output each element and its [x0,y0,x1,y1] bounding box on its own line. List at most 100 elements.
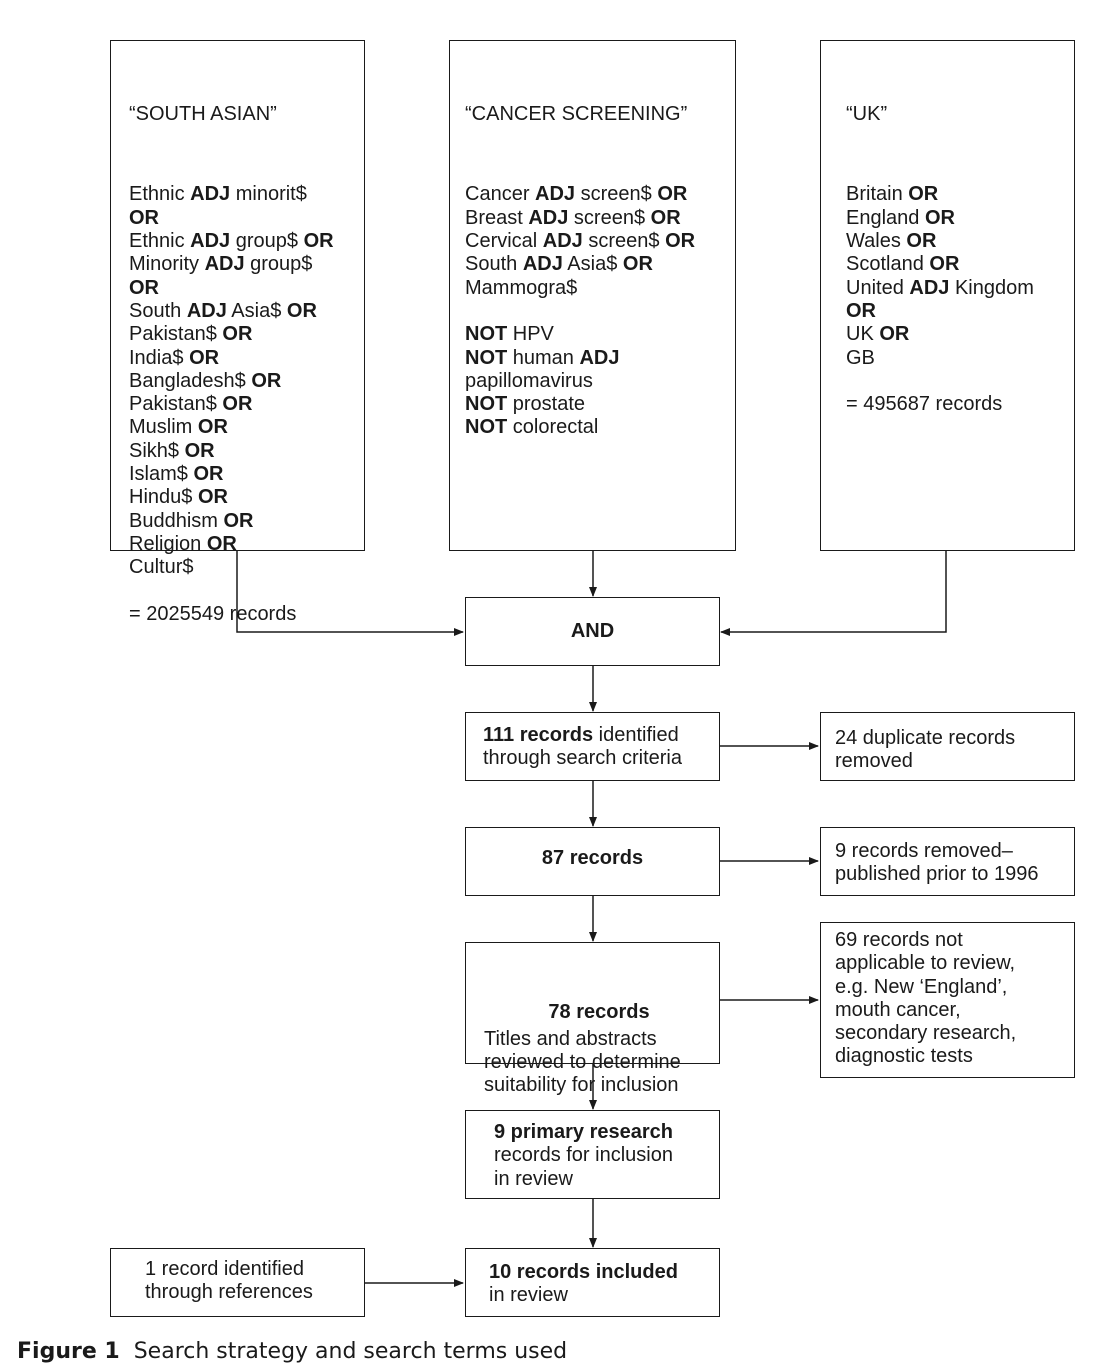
date-removed-box [820,827,1075,896]
text-run: suitability for inclusion [484,1074,679,1097]
bold-run: OR [129,276,159,299]
text-line: Buddhism OR [129,510,334,533]
bold-run: 78 records [548,1000,650,1023]
date-removed-text: 9 records removed–published prior to 199… [835,840,1038,887]
text-run: Islam$ [129,463,194,486]
text-line: 87 records [465,847,720,870]
text-run: South [465,253,523,276]
text-line: Wales OR [846,230,1034,253]
text-run: applicable to review, [835,952,1016,975]
not-applicable-box [820,922,1075,1078]
text-line: through search criteria [483,747,682,770]
bold-run: 10 records included [489,1261,678,1283]
text-run: Bangladesh$ [129,369,252,392]
text-run: Mammogra$ [465,276,578,299]
text-line: = 495687 records [846,393,1034,416]
bold-run: OR [197,486,228,509]
bold-run: OR [908,183,939,206]
south-asian-heading: “SOUTH ASIAN” [129,102,277,125]
text-line: Cultur$ [129,556,334,579]
text-line [129,580,334,603]
cancer-screening-heading: “CANCER SCREENING” [465,102,688,125]
bold-run: OR [222,323,253,346]
figure-label: Figure 1 [17,1339,120,1364]
text-line [465,300,695,323]
text-run: colorectal [507,416,599,439]
bold-run: OR [665,230,696,253]
text-run: screen$ [582,230,666,253]
bold-run: OR [206,532,237,555]
bold-run: OR [657,183,688,206]
bold-run: NOT [465,323,508,346]
text-line: Religion OR [129,533,334,556]
text-line: Scotland OR [846,253,1034,276]
text-run: mouth cancer, [835,998,961,1021]
text-run: India$ [129,346,190,369]
text-line: reviewed to determine [484,1051,714,1074]
text-run: Cancer [465,183,536,206]
text-run: records for inclusion [494,1144,673,1167]
bold-run: OR [129,206,159,229]
cancer-screening-terms: “CANCER SCREENING” Cancer ADJ screen$ OR… [465,56,695,463]
bold-run: OR [650,206,681,229]
bold-run: 111 records [483,724,594,746]
figure-caption: Figure 1 Search strategy and search term… [17,1338,567,1366]
text-run: reviewed to determine [484,1051,681,1074]
bold-run: 87 records [541,847,644,869]
bold-run: ADJ [579,346,620,369]
text-line: 9 records removed– [835,840,1038,863]
connector-uk-to-and [720,550,947,636]
identified-box [465,712,720,781]
bold-run: OR [846,299,876,322]
bold-run: OR [622,253,653,276]
text-line: mouth cancer, [835,999,1016,1022]
text-line: Titles and abstracts [484,1028,714,1051]
duplicates-removed-box [820,712,1075,781]
bold-run: OR [197,416,228,439]
text-run: Ethnic [129,230,191,253]
bold-run: OR [189,346,220,369]
text-run: Buddhism [129,509,224,532]
bold-run: OR [906,230,937,253]
text-line: Breast ADJ screen$ OR [465,207,695,230]
and-label: AND [570,620,615,642]
text-run: Scotland [846,253,930,276]
text-line: NOT human ADJ [465,347,695,370]
screened-box [465,942,720,1064]
text-line: NOT HPV [465,323,695,346]
text-line: 1 record identified [145,1258,313,1281]
text-run: Pakistan$ [129,323,223,346]
text-line: South ADJ Asia$ OR [465,253,695,276]
bold-run: OR [193,463,224,486]
text-line: through references [145,1281,313,1304]
connector-south-asian-to-and [236,550,464,636]
bold-run: OR [286,299,317,322]
figure-caption-text: Search strategy and search terms used [133,1339,568,1364]
text-line: UK OR [846,323,1034,346]
text-run: Pakistan$ [129,393,223,416]
bold-run: ADJ [204,253,245,276]
text-line: in review [489,1284,678,1307]
bold-run: 9 primary research [494,1121,674,1143]
text-run: screen$ [575,183,658,206]
text-line: 9 primary research [494,1121,673,1144]
text-line: 24 duplicate records [835,727,1015,750]
text-run: Hindu$ [129,486,198,509]
text-run: England [846,206,925,229]
text-run: Muslim [129,416,198,439]
text-run: = 495687 records [846,393,1003,416]
bold-run: NOT [465,346,508,369]
bold-run: OR [929,253,960,276]
text-line: GB [846,347,1034,370]
text-run: screen$ [568,206,651,229]
text-run: 69 records not [835,929,963,951]
